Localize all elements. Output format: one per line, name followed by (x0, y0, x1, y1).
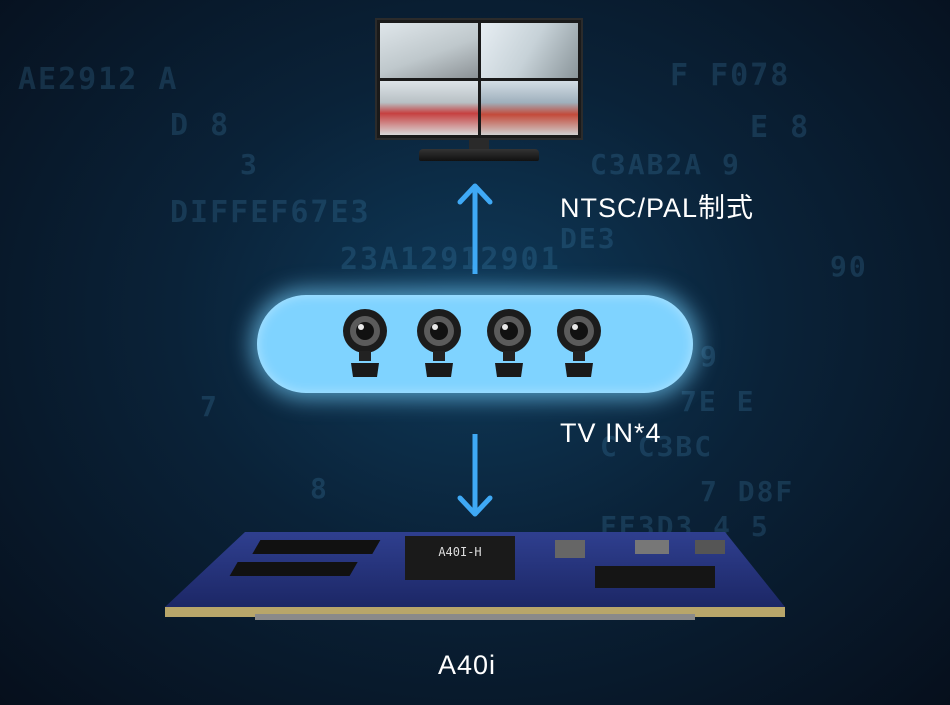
chip-marking: A40I-H (438, 545, 481, 559)
arrow-down-icon (457, 434, 493, 517)
camera-feed (380, 23, 478, 78)
monitor-stand-base (419, 149, 539, 161)
tv-in-label: TV IN*4 (560, 418, 662, 448)
camera-feed (380, 80, 478, 135)
camera-panel (257, 295, 693, 393)
module-label: A40i (438, 650, 497, 680)
circuit-board-icon: A40I-H (165, 532, 785, 620)
camera-feed (480, 23, 578, 78)
video-format-label: NTSC/PAL制式 (560, 193, 755, 223)
monitor-screen (375, 18, 583, 140)
camera-icon (343, 309, 387, 377)
cctv-monitor (375, 18, 583, 163)
camera-icon (487, 309, 531, 377)
camera-feed (480, 80, 578, 135)
camera-icon (557, 309, 601, 377)
camera-icon (417, 309, 461, 377)
arrow-up-icon (457, 183, 493, 274)
